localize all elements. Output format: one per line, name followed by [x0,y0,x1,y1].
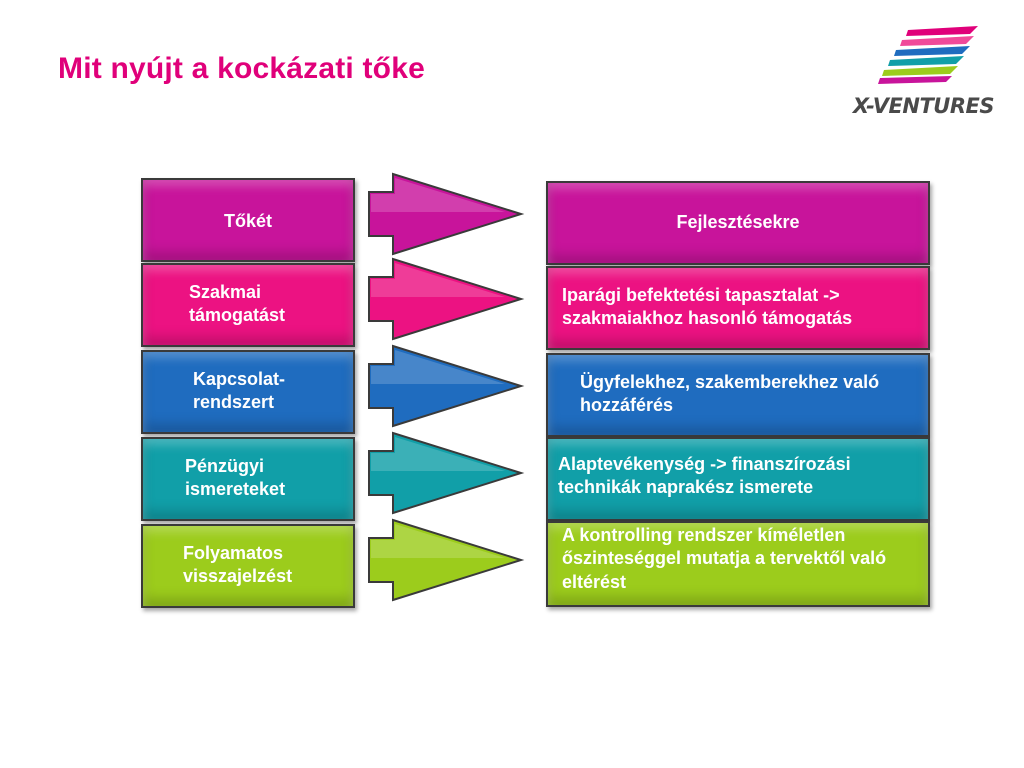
benefit-label: Ügyfelekhez, szakemberekhez való hozzáfé… [580,372,880,416]
diagram-row: Szakmai támogatást Iparági befektetési t… [0,257,1024,353]
arrow-icon [368,518,525,602]
diagram-row: Tőkét Fejlesztésekre [0,172,1024,268]
logo-text: X-VENTURES [852,94,995,118]
offer-label: Tőkét [223,211,272,231]
offer-label: Pénzügyi ismereteket [185,456,286,500]
diagram-row: Pénzügyi ismereteket Alaptevékenység -> … [0,431,1024,527]
benefit-box-controlling: A kontrolling rendszer kíméletlen őszint… [546,521,930,607]
offer-label: Folyamatos visszajelzést [183,543,293,587]
arrow-icon [368,172,525,256]
benefit-box-financing-techniques: Alaptevékenység -> finanszírozási techni… [546,437,930,521]
offer-box-feedback: Folyamatos visszajelzést [141,524,355,608]
benefit-label: Alaptevékenység -> finanszírozási techni… [558,454,851,498]
benefit-box-access: Ügyfelekhez, szakemberekhez való hozzáfé… [546,353,930,437]
benefit-label: Fejlesztésekre [676,212,800,232]
arrow-icon [368,257,525,341]
offer-label: Kapcsolat-rendszert [193,369,286,413]
arrow-icon [368,344,525,428]
diagram-row: Folyamatos visszajelzést A kontrolling r… [0,518,1024,614]
logo-stripes-icon [878,26,978,84]
benefit-label: A kontrolling rendszer kíméletlen őszint… [562,525,887,592]
benefit-box-development: Fejlesztésekre [546,181,930,265]
offer-box-network: Kapcsolat-rendszert [141,350,355,434]
benefit-box-industry-experience: Iparági befektetési tapasztalat -> szakm… [546,266,930,350]
x-ventures-logo: X-VENTURES [846,22,996,122]
arrow-icon [368,431,525,515]
offer-box-financial-knowledge: Pénzügyi ismereteket [141,437,355,521]
offer-label: Szakmai támogatást [189,282,286,326]
slide-title: Mit nyújt a kockázati tőke [58,52,425,85]
benefit-label: Iparági befektetési tapasztalat -> szakm… [562,285,853,329]
offer-box-professional-support: Szakmai támogatást [141,263,355,347]
offer-box-capital: Tőkét [141,178,355,262]
diagram-row: Kapcsolat-rendszert Ügyfelekhez, szakemb… [0,344,1024,440]
